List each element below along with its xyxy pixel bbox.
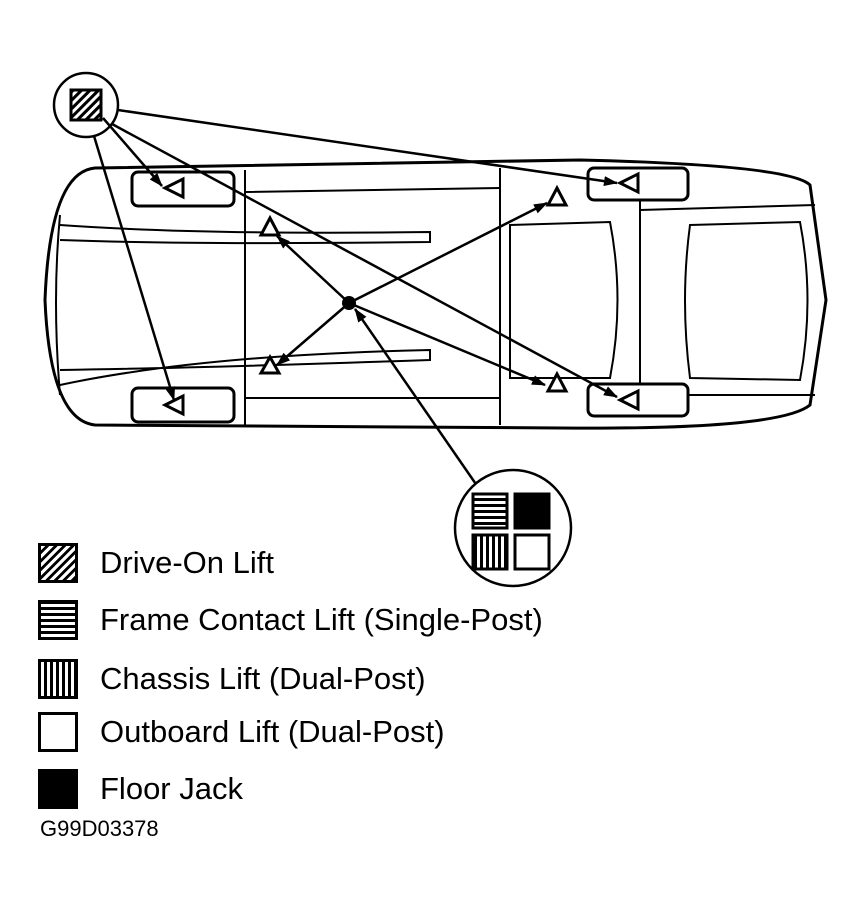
callout-chassis-swatch: [471, 533, 509, 571]
drive-on-lift-label: Drive-On Lift: [100, 545, 274, 580]
wheel-pads: [130, 166, 690, 424]
drive-on-point-rear-right: [616, 388, 640, 412]
outboard-lift-label: Outboard Lift (Dual-Post): [100, 714, 445, 749]
drive-on-point-front-left: [161, 176, 185, 200]
drive-on-lift-swatch: [38, 543, 78, 583]
callout-outboard-swatch: [513, 533, 551, 571]
legend-drive-on-lift: Drive-On Lift: [38, 541, 274, 585]
drive-on-leader-lines: [92, 108, 618, 401]
legend-floor-jack: Floor Jack: [38, 767, 243, 811]
callout-frame-contact-swatch: [471, 492, 509, 530]
frame-point-rear-left: [545, 184, 569, 207]
leader-to-front-left: [102, 117, 163, 187]
rear-trunk-well: [684, 220, 809, 382]
lift-point-markers: [161, 171, 640, 417]
frame-point-rear-right: [545, 370, 569, 393]
floor-jack-swatch: [38, 769, 78, 809]
body-outline: [43, 158, 828, 430]
floor-jack-label: Floor Jack: [100, 771, 243, 806]
front-crossmember: [244, 187, 501, 399]
chassis-lift-swatch: [38, 659, 78, 699]
leader-to-rear-left: [117, 108, 618, 187]
right-frame-rail: [59, 348, 431, 386]
frame-contact-lift-label: Frame Contact Lift (Single-Post): [100, 602, 543, 637]
frame-point-front-left: [258, 214, 282, 237]
drive-on-point-rear-left: [616, 171, 640, 195]
leader-hub-to-front-left: [276, 235, 350, 304]
legend-chassis-lift: Chassis Lift (Dual-Post): [38, 657, 426, 701]
chassis-lift-label: Chassis Lift (Dual-Post): [100, 661, 426, 696]
lift-types-callout: [453, 468, 573, 588]
frame-leader-lines: [276, 201, 548, 491]
legend-frame-contact-lift: Frame Contact Lift (Single-Post): [38, 598, 543, 642]
leader-hub-to-front-right: [276, 302, 350, 366]
leader-callout-to-hub: [353, 308, 482, 491]
rear-subframe: [610, 199, 816, 406]
figure-id: G99D03378: [40, 816, 159, 841]
leader-hub-dot: [342, 296, 356, 310]
leader-to-front-right: [92, 135, 176, 401]
frame-contact-lift-swatch: [38, 600, 78, 640]
legend-outboard-lift: Outboard Lift (Dual-Post): [38, 710, 445, 754]
frame-point-front-right: [258, 353, 282, 375]
drive-on-callout-swatch: [69, 88, 103, 122]
left-frame-rail: [59, 224, 431, 245]
front-bumper: [55, 214, 61, 396]
outboard-lift-swatch: [38, 712, 78, 752]
center-tunnel: [244, 168, 501, 425]
leader-hub-to-rear-right: [348, 301, 546, 387]
drive-on-callout: [52, 71, 120, 139]
fuel-tank: [509, 220, 619, 379]
callout-floor-jack-swatch: [513, 492, 551, 530]
leader-to-rear-right: [111, 122, 618, 399]
leader-hub-to-rear-left: [348, 201, 548, 305]
